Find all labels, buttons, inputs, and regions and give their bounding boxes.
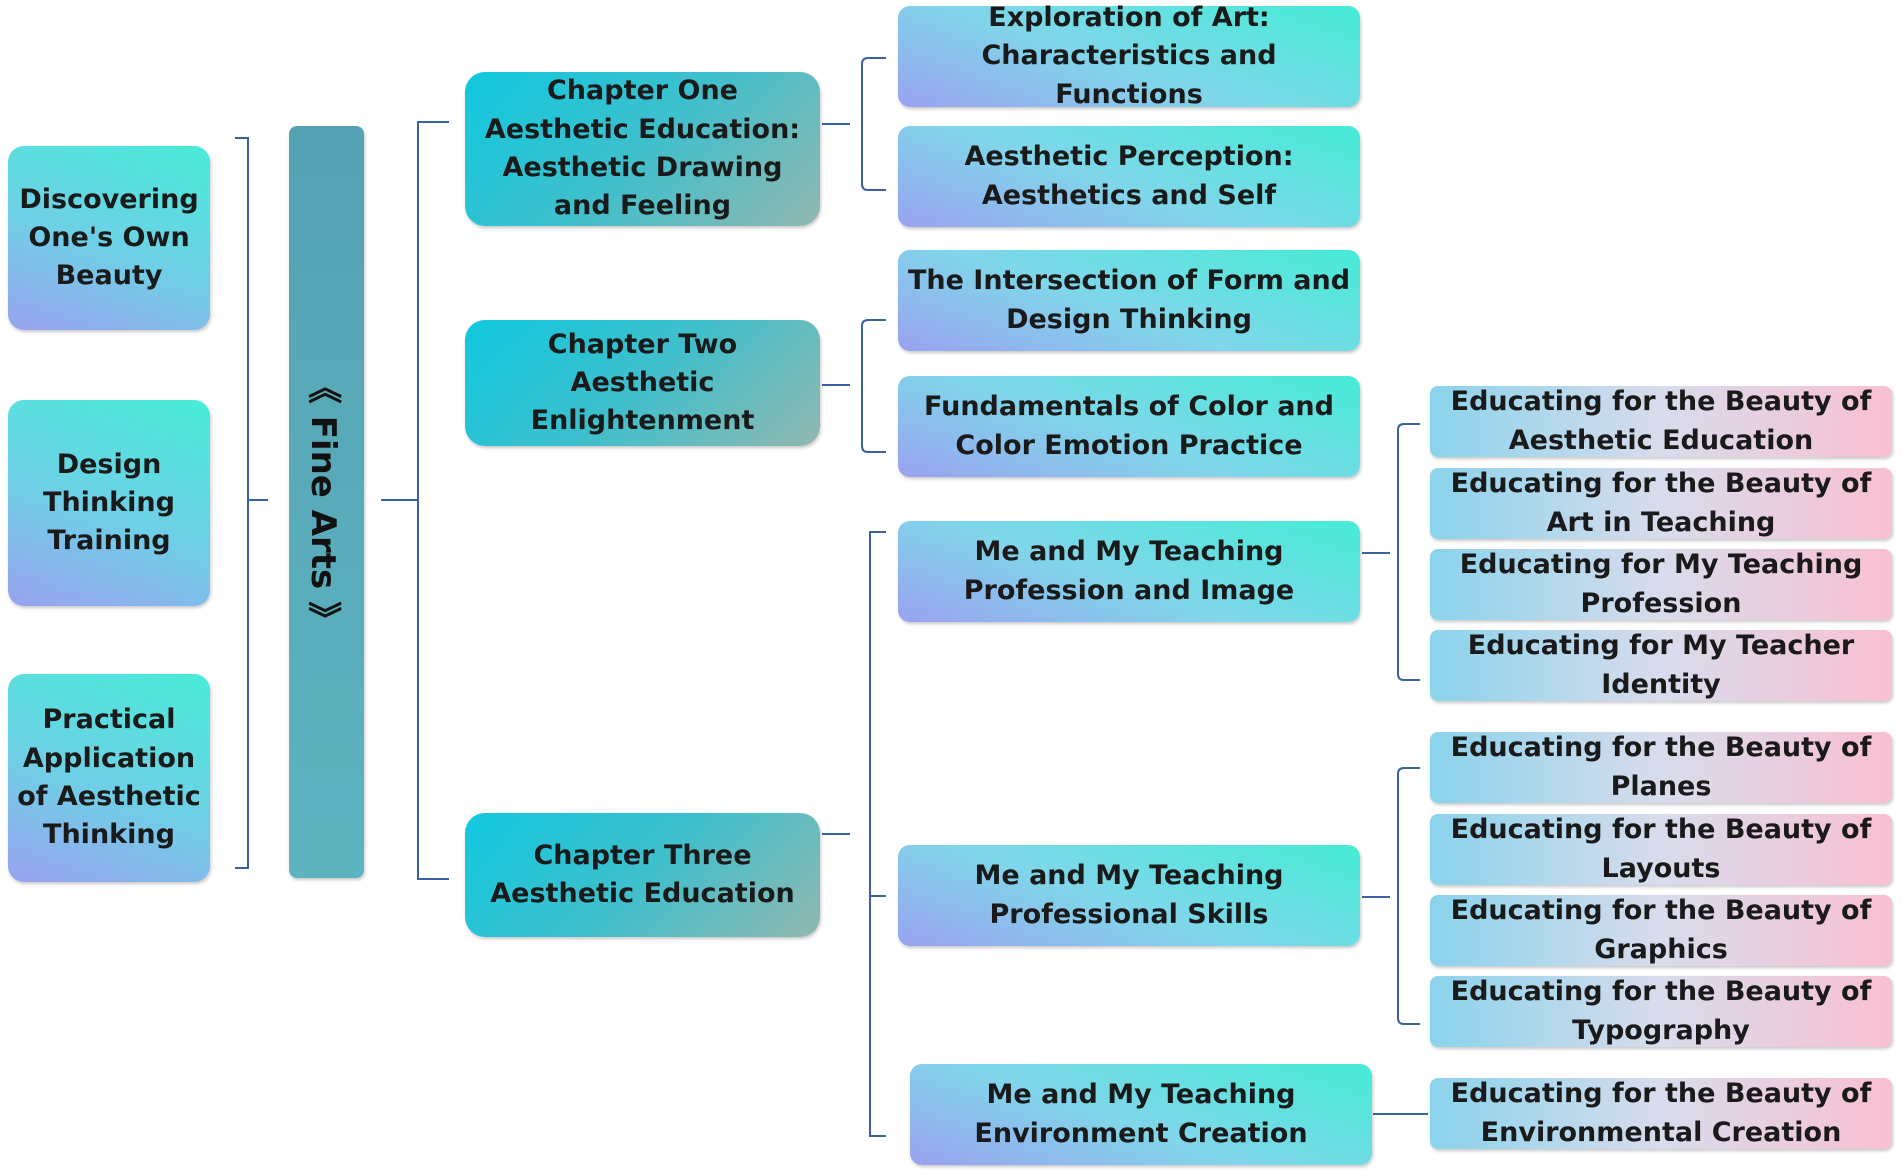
leaf-aesthetic-education: Educating for the Beauty of Aesthetic Ed… [1430,386,1892,457]
left-node-design-thinking: Design Thinking Training [8,400,210,606]
leaf-planes: Educating for the Beauty of Planes [1430,732,1892,803]
chapter-bracket [381,121,449,880]
section-environment-creation: Me and My Teaching Environment Creation [910,1064,1372,1165]
section-exploration-of-art: Exploration of Art: Characteristics and … [898,2,1360,110]
chapter-three-bracket [822,531,886,1137]
leaf-environmental-creation: Educating for the Beauty of Environmenta… [1430,1078,1892,1149]
chapter-two-bracket [822,319,886,453]
center-title-bar: 《 Fine Arts 》 [289,126,364,878]
left-node-practical: Practical Application of Aesthetic Think… [8,674,210,882]
leaf-typography: Educating for the Beauty of Typography [1430,976,1892,1047]
left-node-discovering: Discovering One's Own Beauty [8,146,210,330]
leaf-art-in-teaching: Educating for the Beauty of Art in Teach… [1430,468,1892,539]
section-form-design-thinking: The Intersection of Form and Design Thin… [898,250,1360,351]
chapter-three-node: Chapter Three Aesthetic Education [465,813,820,937]
skills-leaves-bracket [1362,767,1420,1025]
center-title: 《 Fine Arts 》 [303,369,344,635]
profession-leaves-bracket [1362,423,1420,681]
leaf-teaching-profession: Educating for My Teaching Profession [1430,549,1892,620]
leaf-graphics: Educating for the Beauty of Graphics [1430,895,1892,966]
left-bracket [235,137,268,869]
section-professional-skills: Me and My Teaching Professional Skills [898,845,1360,946]
chapter-one-bracket [822,57,886,191]
leaf-layouts: Educating for the Beauty of Layouts [1430,814,1892,885]
leaf-teacher-identity: Educating for My Teacher Identity [1430,630,1892,701]
chapter-two-node: Chapter Two Aesthetic Enlightenment [465,320,820,446]
section-aesthetic-perception: Aesthetic Perception: Aesthetics and Sel… [898,126,1360,227]
section-teaching-profession: Me and My Teaching Profession and Image [898,521,1360,622]
chapter-one-node: Chapter One Aesthetic Education: Aesthet… [465,72,820,226]
section-color-fundamentals: Fundamentals of Color and Color Emotion … [898,376,1360,477]
